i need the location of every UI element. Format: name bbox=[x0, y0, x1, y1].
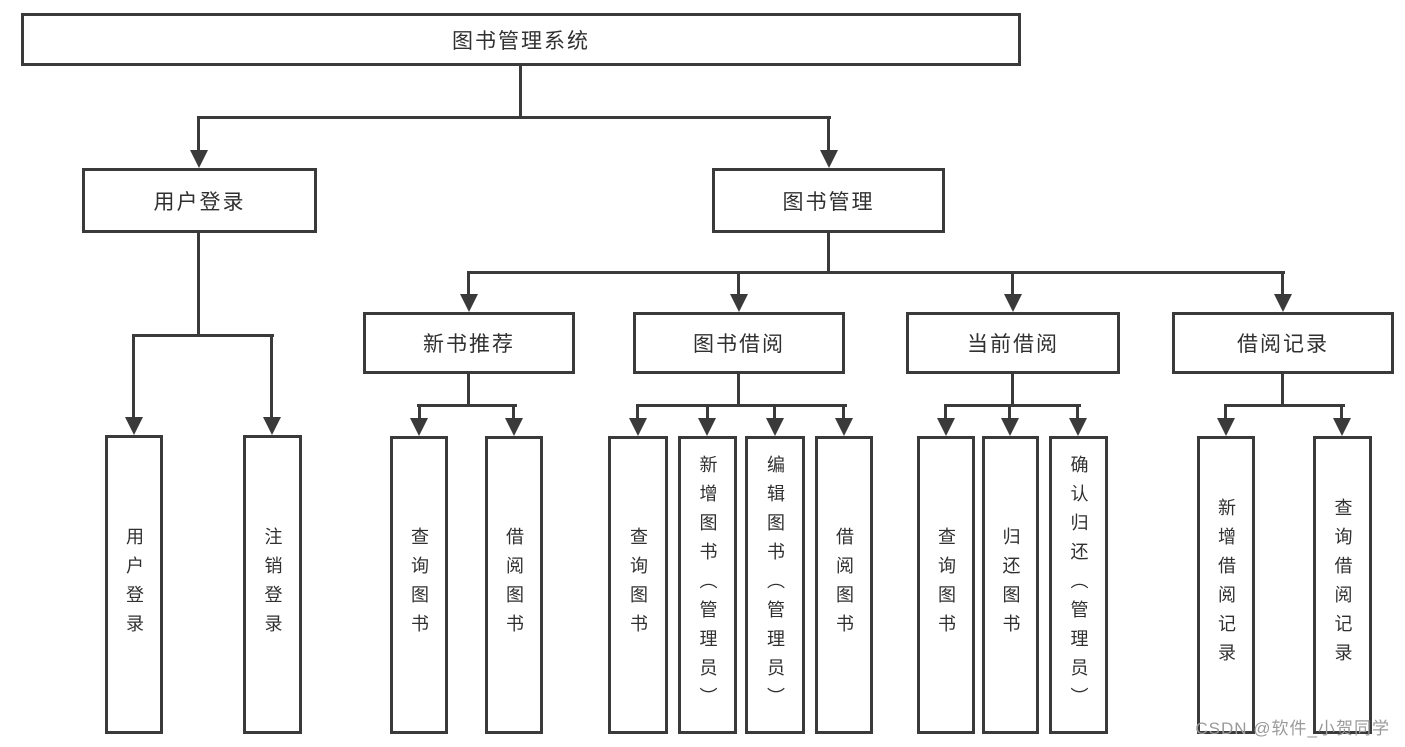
connector-group-bar bbox=[636, 404, 847, 407]
connector-mid-drop bbox=[467, 271, 470, 296]
node-br-query-record: 查询借阅记录 bbox=[1313, 436, 1372, 734]
connector-leaf-drop bbox=[944, 404, 947, 420]
node-root-label: 图书管理系统 bbox=[452, 29, 590, 53]
node-user-login-leaf: 用户登录 bbox=[105, 435, 163, 734]
connector-mid-drop bbox=[737, 271, 740, 296]
node-cb-confirm-return-admin: 确认归还（管理员） bbox=[1049, 436, 1108, 734]
arrow-down-icon bbox=[835, 418, 853, 436]
connector-group-stem bbox=[467, 373, 470, 407]
arrow-down-icon bbox=[1217, 418, 1235, 436]
connector-leaf-drop bbox=[132, 334, 135, 418]
connector-leaf-drop bbox=[636, 404, 639, 420]
node-book-management: 图书管理 bbox=[712, 168, 945, 233]
connector-user-login-stem bbox=[197, 232, 200, 336]
node-nbr-query-book: 查询图书 bbox=[390, 436, 448, 734]
connector-group-bar bbox=[1224, 404, 1345, 407]
arrow-down-icon bbox=[937, 418, 955, 436]
connector-user-login-bar bbox=[132, 334, 274, 337]
node-user-login-leaf-label: 用户登录 bbox=[124, 526, 144, 643]
node-new-book-recommend: 新书推荐 bbox=[363, 312, 575, 374]
node-cb-return-book-label: 归还图书 bbox=[1000, 527, 1021, 643]
node-cb-confirm-return-admin-label: 确认归还（管理员） bbox=[1068, 454, 1089, 716]
connector-mid-drop bbox=[1281, 271, 1284, 296]
node-cb-return-book: 归还图书 bbox=[982, 436, 1039, 734]
watermark: CSDN @软件_小贺同学 bbox=[1195, 719, 1390, 738]
node-user-login: 用户登录 bbox=[82, 168, 317, 233]
connector-leaf-drop bbox=[773, 404, 776, 420]
arrow-down-icon bbox=[190, 150, 208, 168]
node-root: 图书管理系统 bbox=[21, 13, 1021, 66]
arrow-down-icon bbox=[1001, 418, 1019, 436]
node-br-add-record: 新增借阅记录 bbox=[1197, 436, 1255, 734]
node-logout-leaf: 注销登录 bbox=[243, 435, 302, 734]
arrow-down-icon bbox=[820, 150, 838, 168]
arrow-down-icon bbox=[410, 418, 428, 436]
connector-leaf-drop bbox=[706, 404, 709, 420]
connector-leaf-drop bbox=[512, 404, 515, 420]
connector-leaf-drop bbox=[1008, 404, 1011, 420]
node-current-borrow-label: 当前借阅 bbox=[967, 333, 1059, 356]
node-bb-add-book-admin-label: 新增图书（管理员） bbox=[697, 454, 718, 716]
connector-leaf-drop bbox=[1224, 404, 1227, 420]
connector-book-mgmt-drop bbox=[827, 116, 830, 152]
connector-leaf-drop bbox=[418, 404, 421, 420]
connector-group-bar bbox=[944, 404, 1081, 407]
node-logout-leaf-label: 注销登录 bbox=[262, 526, 283, 643]
node-bb-add-book-admin: 新增图书（管理员） bbox=[678, 436, 737, 734]
node-bb-query-book: 查询图书 bbox=[608, 436, 668, 734]
node-nbr-borrow-book: 借阅图书 bbox=[485, 436, 543, 734]
arrow-down-icon bbox=[730, 294, 748, 312]
connector-leaf-drop bbox=[1340, 404, 1343, 420]
node-new-book-recommend-label: 新书推荐 bbox=[423, 333, 515, 356]
connector-level2-bar bbox=[467, 271, 1285, 274]
arrow-down-icon bbox=[263, 417, 281, 435]
node-nbr-borrow-book-label: 借阅图书 bbox=[504, 527, 524, 643]
node-bb-borrow-book: 借阅图书 bbox=[815, 436, 873, 734]
node-nbr-query-book-label: 查询图书 bbox=[409, 527, 429, 643]
arrow-down-icon bbox=[1333, 418, 1351, 436]
connector-group-stem bbox=[1011, 373, 1014, 407]
connector-group-stem bbox=[737, 373, 740, 407]
node-br-add-record-label: 新增借阅记录 bbox=[1216, 498, 1236, 672]
arrow-down-icon bbox=[1004, 294, 1022, 312]
connector-leaf-drop bbox=[270, 334, 273, 418]
arrow-down-icon bbox=[1069, 418, 1087, 436]
node-bb-query-book-label: 查询图书 bbox=[628, 527, 648, 643]
node-br-query-record-label: 查询借阅记录 bbox=[1332, 498, 1353, 672]
connector-level1-bar bbox=[197, 116, 831, 119]
node-bb-edit-book-admin-label: 编辑图书（管理员） bbox=[765, 454, 785, 716]
arrow-down-icon bbox=[629, 418, 647, 436]
node-current-borrow: 当前借阅 bbox=[906, 312, 1120, 374]
connector-book-mgmt-stem bbox=[827, 232, 830, 274]
arrow-down-icon bbox=[698, 418, 716, 436]
connector-group-bar bbox=[417, 404, 517, 407]
node-user-login-label: 用户登录 bbox=[153, 190, 246, 214]
node-borrow-record-label: 借阅记录 bbox=[1237, 333, 1329, 356]
arrow-down-icon bbox=[1274, 294, 1292, 312]
connector-leaf-drop bbox=[842, 404, 845, 420]
connector-mid-drop bbox=[1011, 271, 1014, 296]
node-book-borrow: 图书借阅 bbox=[633, 312, 845, 374]
node-cb-query-book: 查询图书 bbox=[917, 436, 975, 734]
arrow-down-icon bbox=[766, 418, 784, 436]
node-bb-borrow-book-label: 借阅图书 bbox=[834, 527, 854, 643]
connector-leaf-drop bbox=[1076, 404, 1079, 420]
arrow-down-icon bbox=[505, 418, 523, 436]
node-bb-edit-book-admin: 编辑图书（管理员） bbox=[745, 436, 805, 734]
node-book-borrow-label: 图书借阅 bbox=[693, 333, 785, 356]
connector-root-stem bbox=[519, 64, 522, 119]
node-cb-query-book-label: 查询图书 bbox=[936, 527, 956, 643]
node-book-management-label: 图书管理 bbox=[782, 190, 875, 214]
arrow-down-icon bbox=[125, 417, 143, 435]
connector-user-login-drop bbox=[197, 116, 200, 152]
arrow-down-icon bbox=[460, 294, 478, 312]
connector-group-stem bbox=[1281, 373, 1284, 407]
node-borrow-record: 借阅记录 bbox=[1172, 312, 1394, 374]
